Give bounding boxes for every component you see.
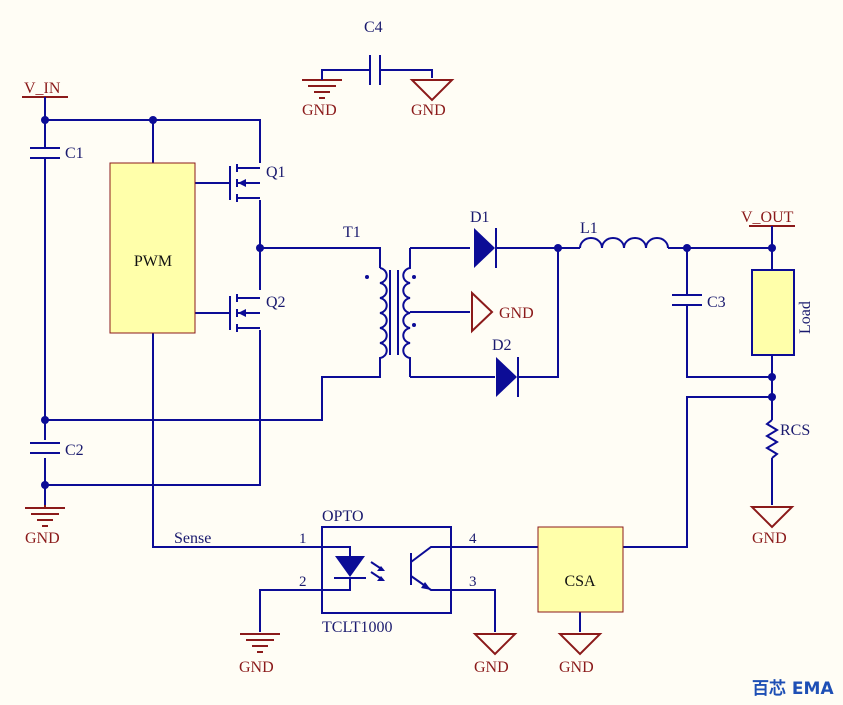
c3-label: C3 [707, 294, 726, 311]
mosfet-q2: Q2 [229, 294, 286, 332]
v-out-port: V_OUT [741, 209, 795, 248]
gnd-symbol-csa: GND [557, 633, 603, 676]
csa-block: CSA [537, 526, 624, 613]
capacitor-c3: C3 [672, 294, 726, 311]
gnd-label: GND [411, 102, 446, 119]
d1-label: D1 [470, 209, 490, 226]
junction-dot [768, 393, 776, 401]
inductor-l1: L1 [579, 220, 669, 249]
opto-label: OPTO [322, 508, 364, 525]
opto-part-label: TCLT1000 [322, 619, 393, 636]
opto-pin-4: 4 [469, 531, 477, 547]
v-in-label: V_IN [24, 80, 61, 97]
gnd-symbol-c2: GND [25, 505, 65, 547]
gnd-label: GND [752, 530, 787, 547]
opto-pin-1: 1 [299, 531, 307, 547]
capacitor-c4: C4 [364, 19, 383, 85]
junction-dot [256, 244, 264, 252]
gnd-label: GND [474, 659, 509, 676]
v-in-port: V_IN [22, 80, 68, 105]
l1-label: L1 [580, 220, 598, 237]
rcs-label: RCS [780, 422, 810, 439]
junction-dot [41, 416, 49, 424]
pwm-block: PWM [109, 162, 196, 334]
gnd-symbol-rcs: GND [749, 506, 795, 547]
junction-dot [41, 116, 49, 124]
diode-d2: D2 [492, 337, 519, 397]
brand-logo: 百芯 EMA [752, 678, 834, 699]
junction-dot [41, 481, 49, 489]
gnd-symbol-c4-left: GND [302, 78, 342, 119]
transformer-t1: T1 [343, 224, 416, 378]
capacitor-c1: C1 [30, 145, 84, 162]
c4-label: C4 [364, 19, 383, 36]
capacitor-c2: C2 [30, 442, 84, 459]
pwm-label: PWM [134, 253, 172, 270]
mosfet-q1: Q1 [229, 164, 286, 202]
gnd-label: GND [302, 102, 337, 119]
wires [44, 69, 773, 632]
diode-d1: D1 [470, 209, 497, 268]
csa-label: CSA [564, 573, 596, 590]
junctions [41, 116, 776, 489]
sense-net-label: Sense [174, 530, 211, 547]
gnd-label: GND [499, 305, 534, 322]
gnd-label: GND [239, 659, 274, 676]
q2-label: Q2 [266, 294, 286, 311]
optocoupler: OPTO TCLT1000 1 2 3 4 [299, 508, 477, 636]
opto-pin-2: 2 [299, 574, 307, 590]
junction-dot [683, 244, 691, 252]
v-out-label: V_OUT [741, 209, 794, 226]
junction-dot [554, 244, 562, 252]
load-resistor: Load [751, 269, 814, 356]
d2-label: D2 [492, 337, 512, 354]
gnd-symbol-t1-center: GND [471, 290, 534, 334]
opto-pin-3: 3 [469, 574, 477, 590]
gnd-symbol-opto-pin2: GND [239, 633, 280, 676]
gnd-symbol-opto-pin3: GND [472, 633, 518, 676]
gnd-label: GND [25, 530, 60, 547]
t1-label: T1 [343, 224, 361, 241]
junction-dot [149, 116, 157, 124]
junction-dot [768, 373, 776, 381]
q1-label: Q1 [266, 164, 286, 181]
load-label: Load [797, 301, 814, 334]
c2-label: C2 [65, 442, 84, 459]
c1-label: C1 [65, 145, 84, 162]
resistor-rcs: RCS [765, 419, 810, 459]
gnd-symbol-c4-right: GND [409, 79, 455, 119]
gnd-label: GND [559, 659, 594, 676]
